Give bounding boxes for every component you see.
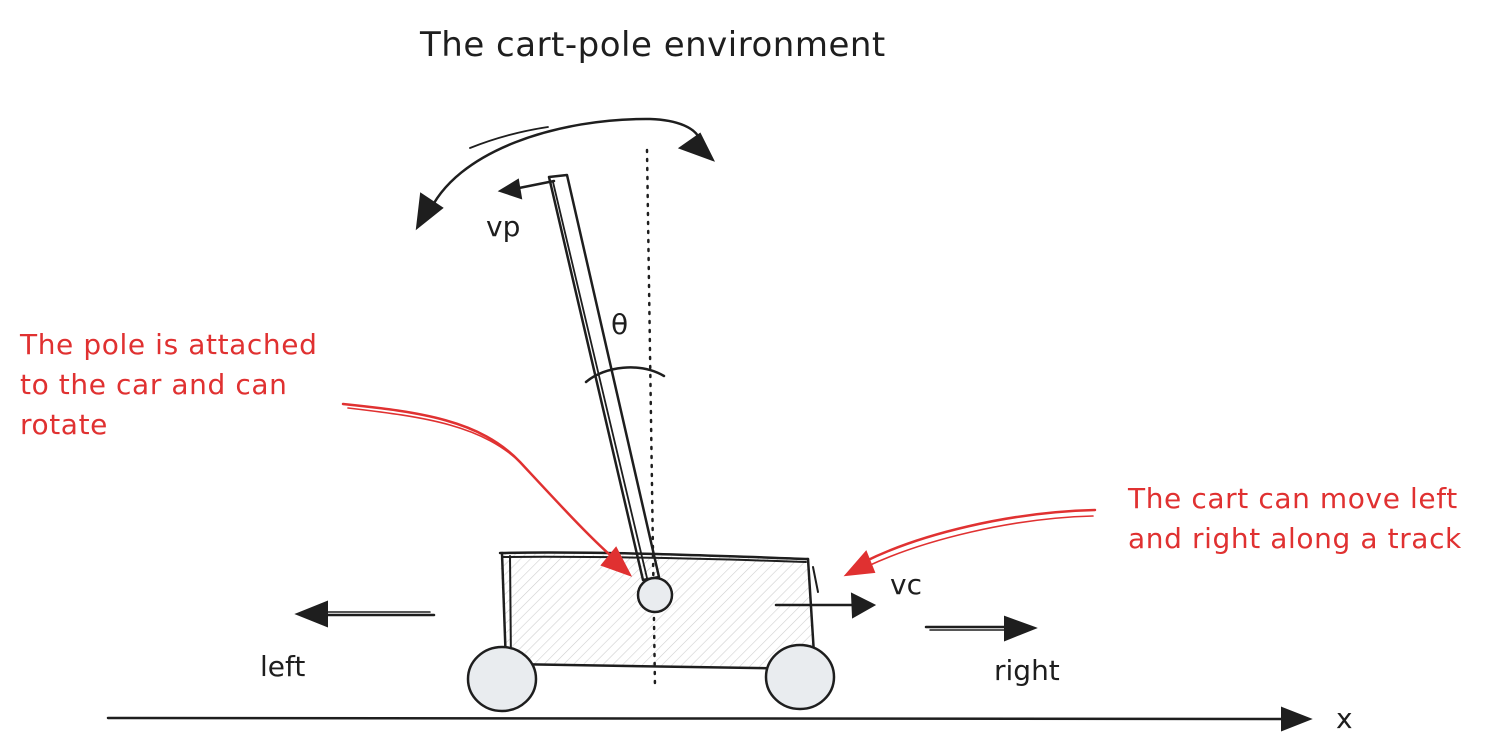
cart-annotation-arrow (843, 508, 1097, 577)
cart-velocity-label: vc (890, 568, 922, 601)
pole-annotation-arrow (341, 402, 633, 577)
rotation-arrow (415, 117, 716, 231)
pole-annotation-line: The pole is attached (19, 328, 317, 361)
cart-velocity-arrow (774, 592, 877, 619)
cart-annotation-line: The cart can move left (1127, 482, 1458, 515)
left-direction-arrow (294, 600, 436, 628)
diagram-title: The cart-pole environment (419, 25, 886, 65)
pole-velocity-arrow (497, 178, 556, 200)
angle-arc (584, 366, 666, 384)
angle-label: θ (611, 308, 628, 341)
axis-arrowhead (1281, 706, 1313, 732)
pole-velocity-label: vp (486, 210, 520, 243)
pole-annotation-line: to the car and can (20, 368, 288, 401)
right-direction-arrow (924, 615, 1038, 642)
right-label: right (994, 654, 1060, 687)
pivot-joint (636, 576, 674, 614)
left-wheel (466, 645, 538, 713)
cart-annotation-text: The cart can move left and right along a… (1127, 482, 1462, 555)
vertical-reference-line (645, 148, 657, 690)
right-wheel (764, 643, 836, 711)
left-label: left (260, 650, 305, 683)
track-axis (106, 706, 1313, 732)
pole (547, 173, 661, 582)
cart-annotation-line: and right along a track (1128, 522, 1462, 555)
pole-annotation-line: rotate (20, 408, 108, 441)
pole-annotation-text: The pole is attached to the car and can … (19, 328, 317, 441)
axis-label-x: x (1336, 702, 1353, 735)
